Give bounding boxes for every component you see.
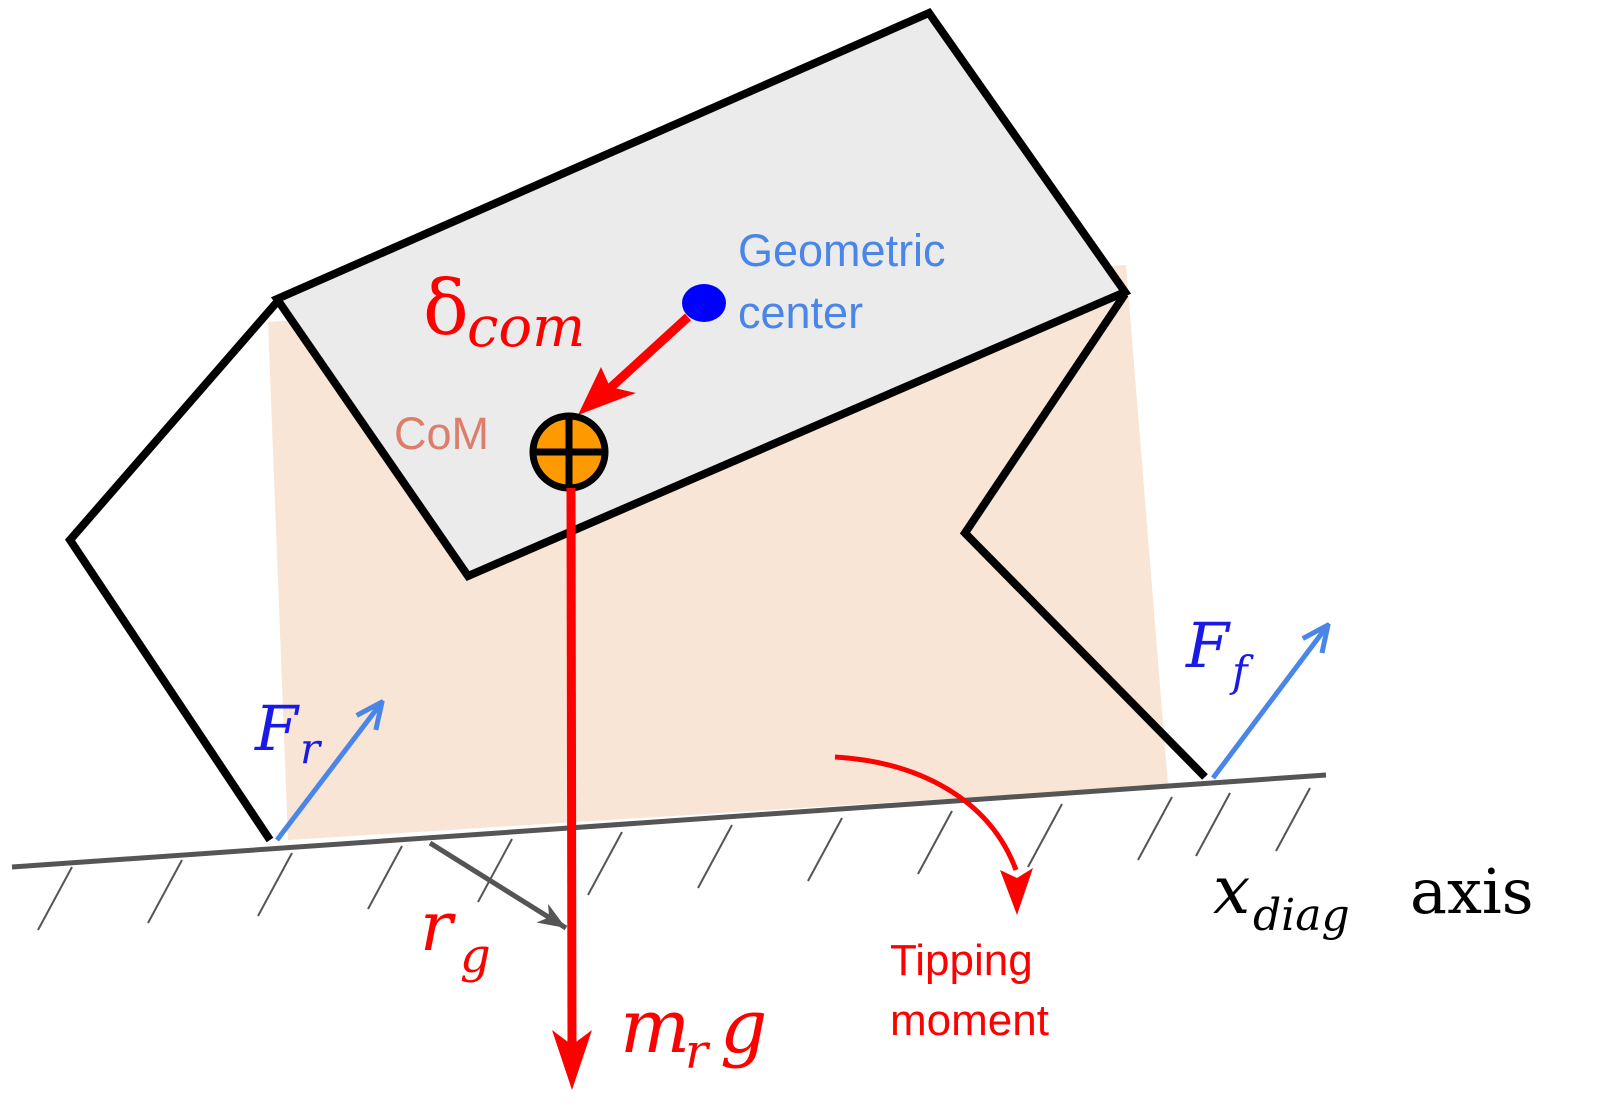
right-leg: [959, 291, 1208, 780]
tipping-moment-arrow: [834, 754, 1019, 871]
rg-arrow: [428, 840, 568, 931]
ff-arrow: [1211, 625, 1328, 780]
svg-text:δ: δ: [423, 263, 469, 352]
svg-text:diag: diag: [1253, 890, 1350, 941]
delta-com-label: δ com: [423, 263, 585, 360]
svg-text:r: r: [420, 888, 456, 967]
svg-text:g: g: [720, 984, 767, 1070]
geometric-center-dot: [682, 284, 726, 322]
fr-arrow: [275, 702, 382, 842]
ground-hatch: [37, 787, 1311, 931]
ground-line: [11, 772, 1327, 870]
rg-label: r g: [420, 888, 491, 984]
left-leg: [64, 299, 281, 843]
tipping-moment-arrowhead: [1000, 868, 1033, 915]
svg-text:axis: axis: [1410, 855, 1534, 928]
svg-text:F: F: [254, 692, 300, 765]
gravity-arrow: [566, 487, 577, 1051]
svg-text:m: m: [620, 984, 690, 1070]
geometric-center-label-line2: center: [738, 287, 863, 338]
delta-com-arrow: [604, 313, 692, 394]
svg-text:r: r: [300, 724, 323, 773]
svg-text:x: x: [1213, 852, 1250, 929]
svg-text:f: f: [1229, 647, 1254, 696]
tipping-moment-label-line2: moment: [890, 996, 1049, 1045]
com-marker: [529, 412, 609, 492]
tipping-moment-label-line1: Tipping: [890, 936, 1033, 985]
svg-text:g: g: [460, 928, 491, 984]
delta-com-arrowhead: [578, 367, 636, 415]
svg-text:com: com: [467, 295, 585, 360]
fr-label: F r: [254, 692, 323, 773]
com-label: CoM: [394, 408, 489, 459]
svg-text:F: F: [1185, 609, 1231, 682]
mg-label: m r g: [620, 984, 767, 1080]
x-diag-axis-label: x diag axis: [1213, 852, 1534, 941]
ff-label: F f: [1185, 609, 1254, 696]
gravity-arrowhead: [552, 1030, 592, 1090]
svg-text:r: r: [685, 1024, 711, 1080]
geometric-center-label-line1: Geometric: [738, 225, 946, 276]
